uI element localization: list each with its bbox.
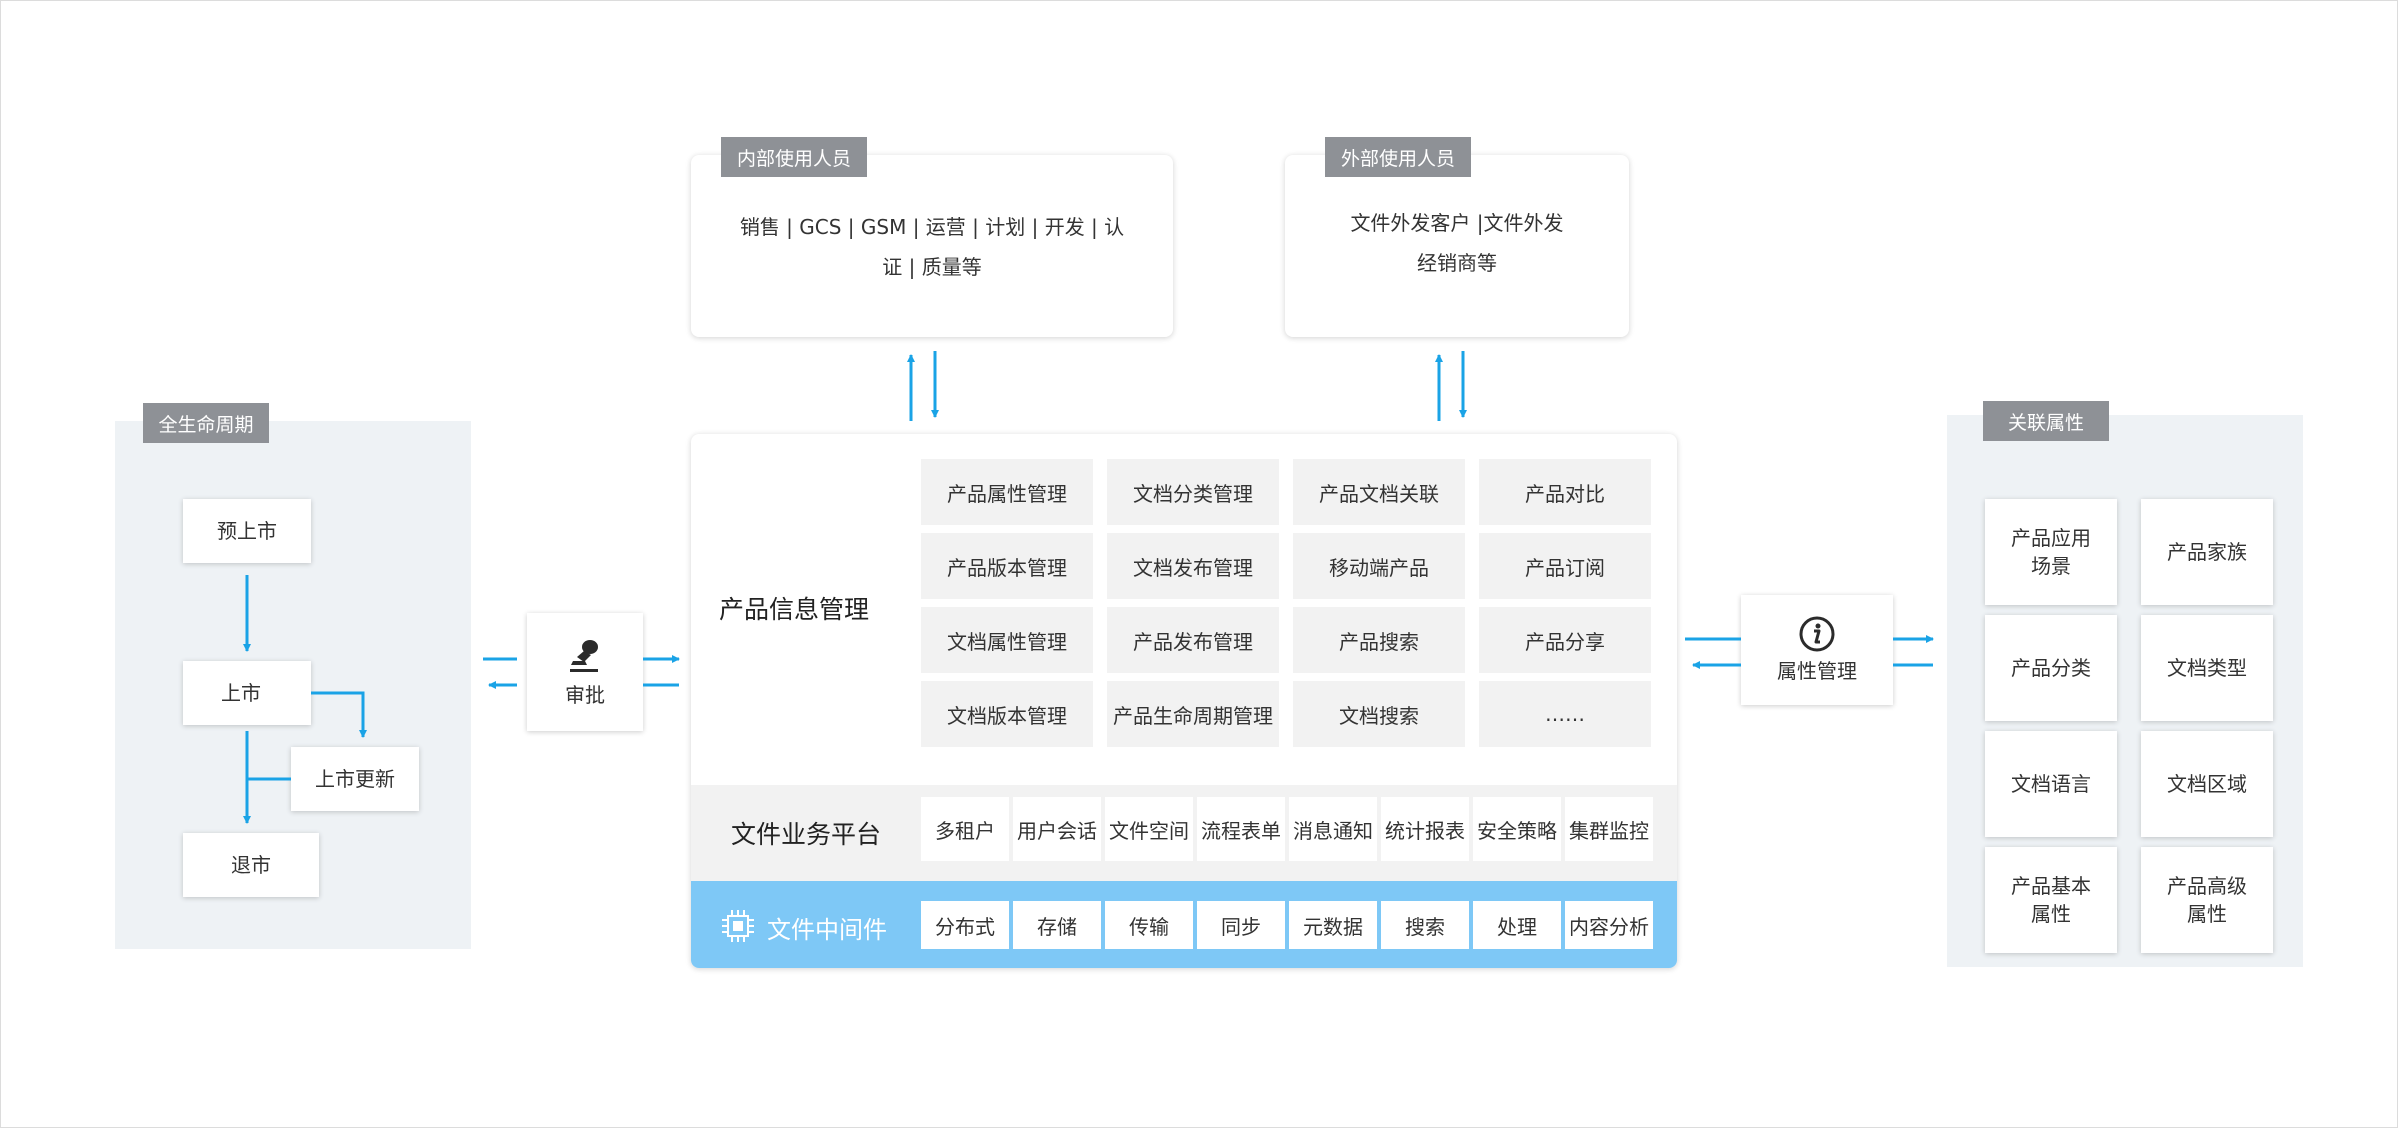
business-cell: 安全策略 xyxy=(1473,797,1561,861)
pre-launch-step: 预上市 xyxy=(183,499,311,563)
product-info-cell: 文档属性管理 xyxy=(921,607,1093,673)
middleware-cell: 存储 xyxy=(1013,901,1101,949)
attr-mgmt-node: 属性管理 xyxy=(1741,595,1893,705)
stamp-icon xyxy=(570,640,598,672)
product-info-cell: 文档搜索 xyxy=(1293,681,1465,747)
external-users-line-2: 经销商等 xyxy=(1417,251,1497,275)
product-info-cell: 产品属性管理 xyxy=(921,459,1093,525)
related-attr-item: 产品高级 属性 xyxy=(2141,847,2273,953)
related-attr-item: 产品应用 场景 xyxy=(1985,499,2117,605)
product-info-cell: 产品生命周期管理 xyxy=(1107,681,1279,747)
lifecycle-tag: 全生命周期 xyxy=(143,403,269,443)
info-icon xyxy=(1799,616,1835,652)
product-info-cell: …… xyxy=(1479,681,1651,747)
business-platform-row: 文件业务平台 多租户 用户会话 文件空间 流程表单 消息通知 统计报表 安全策略… xyxy=(691,785,1677,881)
product-info-cell: 产品发布管理 xyxy=(1107,607,1279,673)
external-users-tag: 外部使用人员 xyxy=(1325,137,1471,177)
product-info-cell: 文档分类管理 xyxy=(1107,459,1279,525)
external-users-card: 文件外发客户 |文件外发 经销商等 xyxy=(1285,155,1629,337)
middleware-cell: 搜索 xyxy=(1381,901,1469,949)
delist-step: 退市 xyxy=(183,833,319,897)
product-info-cell: 文档版本管理 xyxy=(921,681,1093,747)
middleware-cell: 处理 xyxy=(1473,901,1561,949)
related-attr-item: 文档区域 xyxy=(2141,731,2273,837)
platform-card: 产品信息管理 产品属性管理 文档分类管理 产品文档关联 产品对比 产品版本管理 … xyxy=(691,434,1677,968)
related-attrs-tag: 关联属性 xyxy=(1983,401,2109,441)
related-attr-item: 产品基本 属性 xyxy=(1985,847,2117,953)
product-info-cell: 移动端产品 xyxy=(1293,533,1465,599)
business-cell: 消息通知 xyxy=(1289,797,1377,861)
product-info-cell: 产品文档关联 xyxy=(1293,459,1465,525)
attr-mgmt-label: 属性管理 xyxy=(1777,659,1857,683)
product-info-cell: 文档发布管理 xyxy=(1107,533,1279,599)
product-info-cell: 产品分享 xyxy=(1479,607,1651,673)
internal-users-line-1: 销售 | GCS | GSM | 运营 | 计划 | 开发 | 认 xyxy=(739,215,1125,239)
internal-users-tag: 内部使用人员 xyxy=(721,137,867,177)
chip-icon xyxy=(722,910,754,942)
launch-step: 上市 xyxy=(183,661,311,725)
business-cell: 多租户 xyxy=(921,797,1009,861)
middleware-row: 文件中间件 分布式 存储 传输 同步 元数据 搜索 处理 内容分析 xyxy=(691,881,1677,968)
middleware-cell: 元数据 xyxy=(1289,901,1377,949)
internal-users-card: 销售 | GCS | GSM | 运营 | 计划 | 开发 | 认 证 | 质量… xyxy=(691,155,1173,337)
business-cell: 文件空间 xyxy=(1105,797,1193,861)
external-users-line-1: 文件外发客户 |文件外发 xyxy=(1350,211,1564,235)
product-info-title: 产品信息管理 xyxy=(719,595,870,624)
approval-node: 审批 xyxy=(527,613,643,731)
business-platform-title: 文件业务平台 xyxy=(731,820,882,849)
related-attr-item: 产品家族 xyxy=(2141,499,2273,605)
business-cell: 集群监控 xyxy=(1565,797,1653,861)
product-info-cell: 产品订阅 xyxy=(1479,533,1651,599)
approval-label: 审批 xyxy=(565,683,605,707)
middleware-title: 文件中间件 xyxy=(767,916,887,944)
business-cell: 统计报表 xyxy=(1381,797,1469,861)
middleware-cell: 同步 xyxy=(1197,901,1285,949)
related-attr-item: 文档语言 xyxy=(1985,731,2117,837)
product-info-cell: 产品版本管理 xyxy=(921,533,1093,599)
product-info-cell: 产品搜索 xyxy=(1293,607,1465,673)
related-attr-item: 产品分类 xyxy=(1985,615,2117,721)
related-attr-item: 文档类型 xyxy=(2141,615,2273,721)
launch-update-step: 上市更新 xyxy=(291,747,419,811)
business-cell: 流程表单 xyxy=(1197,797,1285,861)
middleware-cell: 内容分析 xyxy=(1565,901,1653,949)
middleware-cell: 传输 xyxy=(1105,901,1193,949)
middleware-cell: 分布式 xyxy=(921,901,1009,949)
product-info-cell: 产品对比 xyxy=(1479,459,1651,525)
internal-users-line-2: 证 | 质量等 xyxy=(882,255,982,279)
business-cell: 用户会话 xyxy=(1013,797,1101,861)
